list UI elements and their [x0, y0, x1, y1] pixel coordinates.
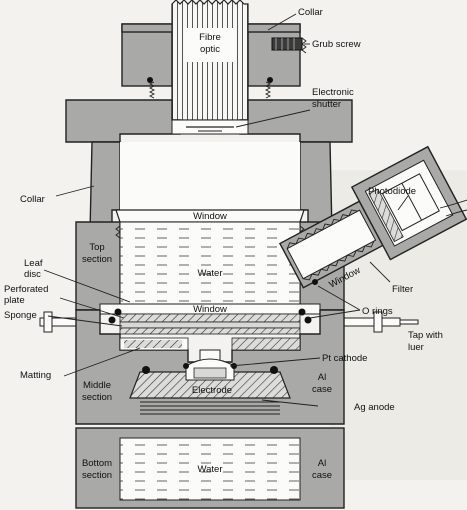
thread-left-upper — [148, 81, 156, 99]
label-o-rings: O rings — [362, 306, 393, 317]
o-ring-mid-left — [114, 308, 122, 316]
label-perforated-line1: Perforated — [4, 284, 48, 295]
shutter-housing — [65, 99, 353, 143]
leaf-disc-assembly — [99, 303, 321, 335]
label-filter: Filter — [392, 284, 413, 295]
label-window-top: Window — [193, 211, 227, 222]
label-al-case-1b: case — [312, 384, 332, 395]
label-fibre: Fibre — [199, 32, 221, 43]
o-ring-mid-right-2 — [304, 316, 312, 324]
o-ring-side — [312, 279, 318, 285]
label-ag-anode: Ag anode — [354, 402, 395, 413]
label-tap-line2: luer — [408, 342, 424, 353]
label-leaf-line2: disc — [24, 269, 41, 280]
label-photodiode: Photodiode — [368, 186, 416, 197]
fibre-optic — [171, 0, 249, 121]
bottom-section — [75, 427, 345, 509]
grub-screw — [271, 37, 307, 54]
label-water-top: Water — [198, 268, 223, 279]
label-pt-cathode: Pt cathode — [322, 353, 367, 364]
label-perforated-line2: plate — [4, 295, 25, 306]
o-ring-top-right — [267, 77, 273, 83]
electrode-threads — [140, 401, 280, 415]
label-electrode: Electrode — [192, 385, 232, 396]
label-matting: Matting — [20, 370, 51, 381]
label-water-bottom: Water — [198, 464, 223, 475]
label-window-mid: Window — [193, 304, 227, 315]
label-al-case-2b: case — [312, 470, 332, 481]
electrode — [129, 358, 291, 399]
label-bottom-section-line1: Bottom — [82, 458, 112, 469]
thread-window-left — [115, 225, 121, 239]
thread-right-upper — [264, 81, 272, 99]
leader-lines — [43, 13, 409, 407]
label-top-section-line1: Top — [89, 242, 104, 253]
label-al-case-2a: Al — [318, 458, 326, 469]
o-ring-top-left — [147, 77, 153, 83]
label-sponge: Sponge — [4, 310, 37, 321]
photodiode-lead-2 — [445, 209, 467, 217]
o-ring-mid-right — [298, 308, 306, 316]
label-collar-top: Collar — [298, 7, 323, 18]
photodiode-arm — [278, 145, 467, 289]
label-grub-screw: Grub screw — [312, 39, 361, 50]
o-ring-electrode-left — [142, 366, 150, 374]
top-water-chamber — [119, 221, 301, 305]
label-tap-line1: Tap with — [408, 330, 443, 341]
bottom-water-chamber — [119, 437, 301, 501]
side-collar — [89, 141, 333, 233]
label-top-section-line2: section — [82, 254, 112, 265]
label-bottom-section-line2: section — [82, 470, 112, 481]
label-middle-section-line1: Middle — [83, 380, 111, 391]
label-collar-left: Collar — [20, 194, 45, 205]
label-electronic-shutter-line2: shutter — [312, 99, 341, 110]
label-electronic-shutter-line1: Electronic — [312, 87, 354, 98]
o-ring-electrode-inner-left — [183, 363, 189, 369]
label-optic: optic — [200, 44, 220, 55]
label-leaf-line1: Leaf — [24, 258, 43, 269]
label-middle-section-line2: section — [82, 392, 112, 403]
o-ring-mid-left-2 — [108, 316, 116, 324]
photodiode-lead-1 — [439, 199, 467, 209]
o-ring-electrode-right — [270, 366, 278, 374]
label-al-case-1a: Al — [318, 372, 326, 383]
